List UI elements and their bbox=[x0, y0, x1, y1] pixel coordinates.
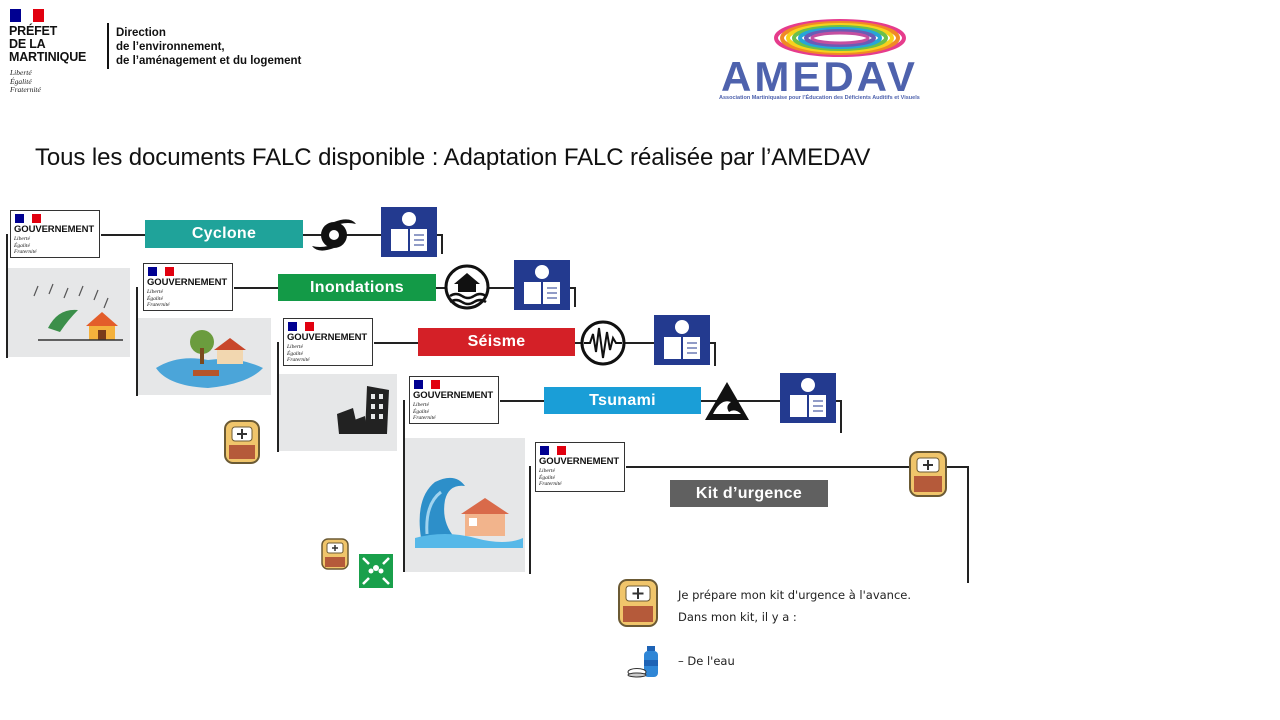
page-title: Tous les documents FALC disponible : Ada… bbox=[35, 144, 871, 171]
falc-easy-read-icon bbox=[780, 373, 836, 423]
dreal-direction: Direction de l’environnement, de l’aména… bbox=[116, 27, 302, 67]
falc-easy-read-icon bbox=[514, 260, 570, 310]
kit-text-line2: Dans mon kit, il y a : bbox=[678, 610, 797, 624]
marianne-flag-icon bbox=[10, 9, 44, 22]
seismograph-icon bbox=[580, 320, 626, 366]
amedav-subtitle: Association Martiniquaise pour l’Éducati… bbox=[719, 95, 920, 101]
marianne-flag-icon bbox=[540, 446, 567, 455]
tsunami-icon bbox=[705, 382, 749, 420]
inondations-illustration bbox=[138, 318, 271, 395]
falc-easy-read-icon bbox=[654, 315, 710, 365]
marianne-flag-icon bbox=[15, 214, 42, 223]
flood-icon bbox=[444, 264, 490, 310]
seisme-label: Séisme bbox=[418, 328, 575, 356]
kit-text-line1: Je prépare mon kit d'urgence à l'avance. bbox=[678, 588, 912, 602]
marianne-flag-icon bbox=[414, 380, 441, 389]
falc-easy-read-icon bbox=[381, 207, 437, 257]
backpack-icon bbox=[224, 420, 260, 464]
backpack-icon bbox=[618, 579, 658, 627]
amedav-name: AMEDAV bbox=[721, 53, 918, 100]
tsunami-illustration bbox=[405, 438, 525, 572]
backpack-icon bbox=[321, 538, 349, 570]
kit-urgence-label: Kit d’urgence bbox=[670, 480, 828, 507]
water-bottle-icon bbox=[627, 646, 658, 678]
marianne-flag-icon bbox=[288, 322, 315, 331]
rainbow-rings-icon bbox=[774, 19, 906, 57]
assembly-point-icon bbox=[359, 554, 393, 588]
header-divider bbox=[107, 23, 109, 69]
cyclone-illustration bbox=[8, 268, 130, 357]
prefet-name: PRÉFET DE LA MARTINIQUE bbox=[9, 24, 87, 64]
inondations-label: Inondations bbox=[278, 274, 436, 301]
cyclone-icon bbox=[312, 219, 356, 251]
backpack-icon bbox=[909, 451, 947, 497]
prefet-motto: Liberté Égalité Fraternité bbox=[10, 68, 41, 94]
marianne-flag-icon bbox=[148, 267, 175, 276]
tsunami-label: Tsunami bbox=[544, 387, 701, 414]
amedav-logo: AMEDAV Association Martiniquaise pour l’… bbox=[715, 18, 965, 108]
seisme-illustration bbox=[279, 374, 397, 451]
cyclone-label: Cyclone bbox=[145, 220, 303, 248]
kit-item-water: – De l'eau bbox=[678, 654, 735, 668]
